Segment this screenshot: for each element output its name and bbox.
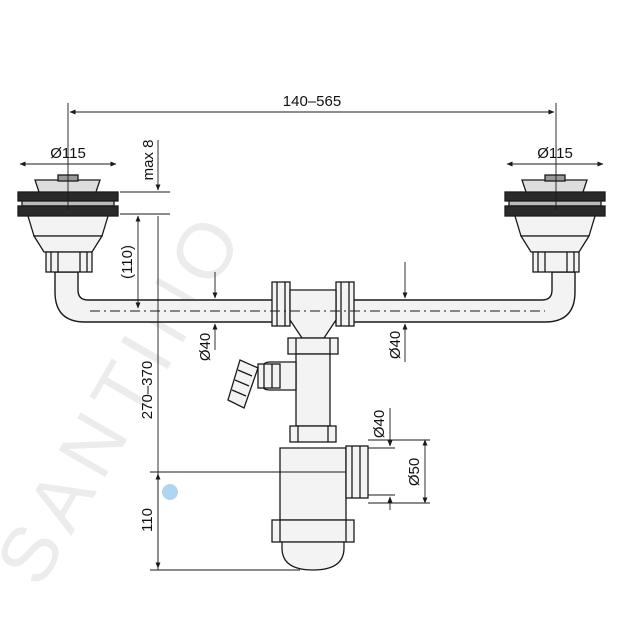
dim-outlet-inner: Ø40 [371,410,388,438]
right-strainer [504,174,606,273]
dimension-lines [19,103,604,571]
dim-drop: (110) [119,245,136,279]
dim-strainer-right: Ø115 [537,145,573,162]
dim-outlet-outer: Ø50 [406,458,423,486]
accent-dot [162,484,178,500]
hose-inlet [227,359,297,409]
bottle-trap [271,445,369,571]
dim-max-flange: max 8 [140,140,157,181]
dim-pipe-right: Ø40 [387,331,404,359]
tee-connector [271,281,355,339]
dim-height-trap: 110 [139,508,156,532]
dim-pipe-left: Ø40 [197,333,214,361]
dim-span: 140–565 [283,93,341,110]
riser-pipe [287,337,339,443]
dim-height-total: 270–370 [139,361,156,419]
dim-strainer-left: Ø115 [50,145,86,162]
